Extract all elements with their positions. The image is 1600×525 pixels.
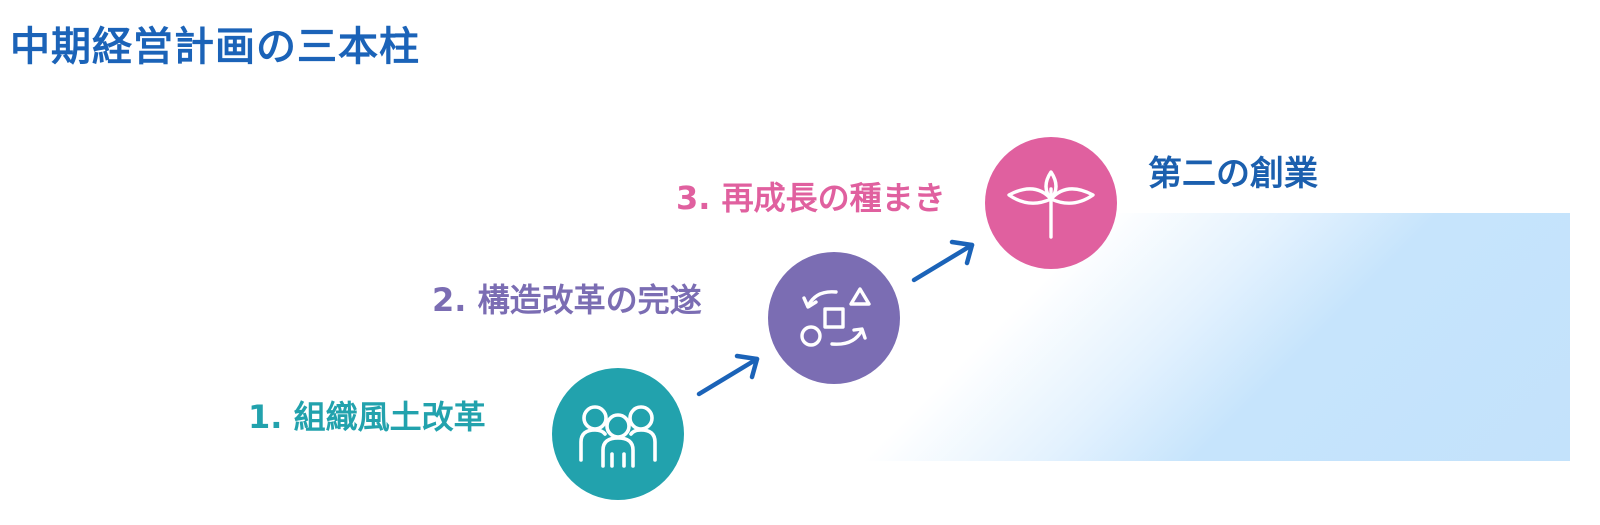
arrow-1-icon	[696, 353, 760, 397]
sprout-icon	[985, 137, 1117, 269]
shapes-transform-icon	[768, 252, 900, 384]
pillar-1-label: 1. 組織風土改革	[248, 398, 486, 436]
people-group-icon	[552, 368, 684, 500]
pillar-2-label: 2. 構造改革の完遂	[432, 281, 702, 319]
pillar-3-label: 3. 再成長の種まき	[676, 179, 946, 217]
pillar-2-circle	[768, 252, 900, 384]
goal-label: 第二の創業	[1148, 154, 1318, 194]
arrow-2-icon	[911, 239, 975, 283]
pillar-3-circle	[985, 137, 1117, 269]
pillar-1-circle	[552, 368, 684, 500]
page-title: 中期経営計画の三本柱	[10, 24, 420, 70]
